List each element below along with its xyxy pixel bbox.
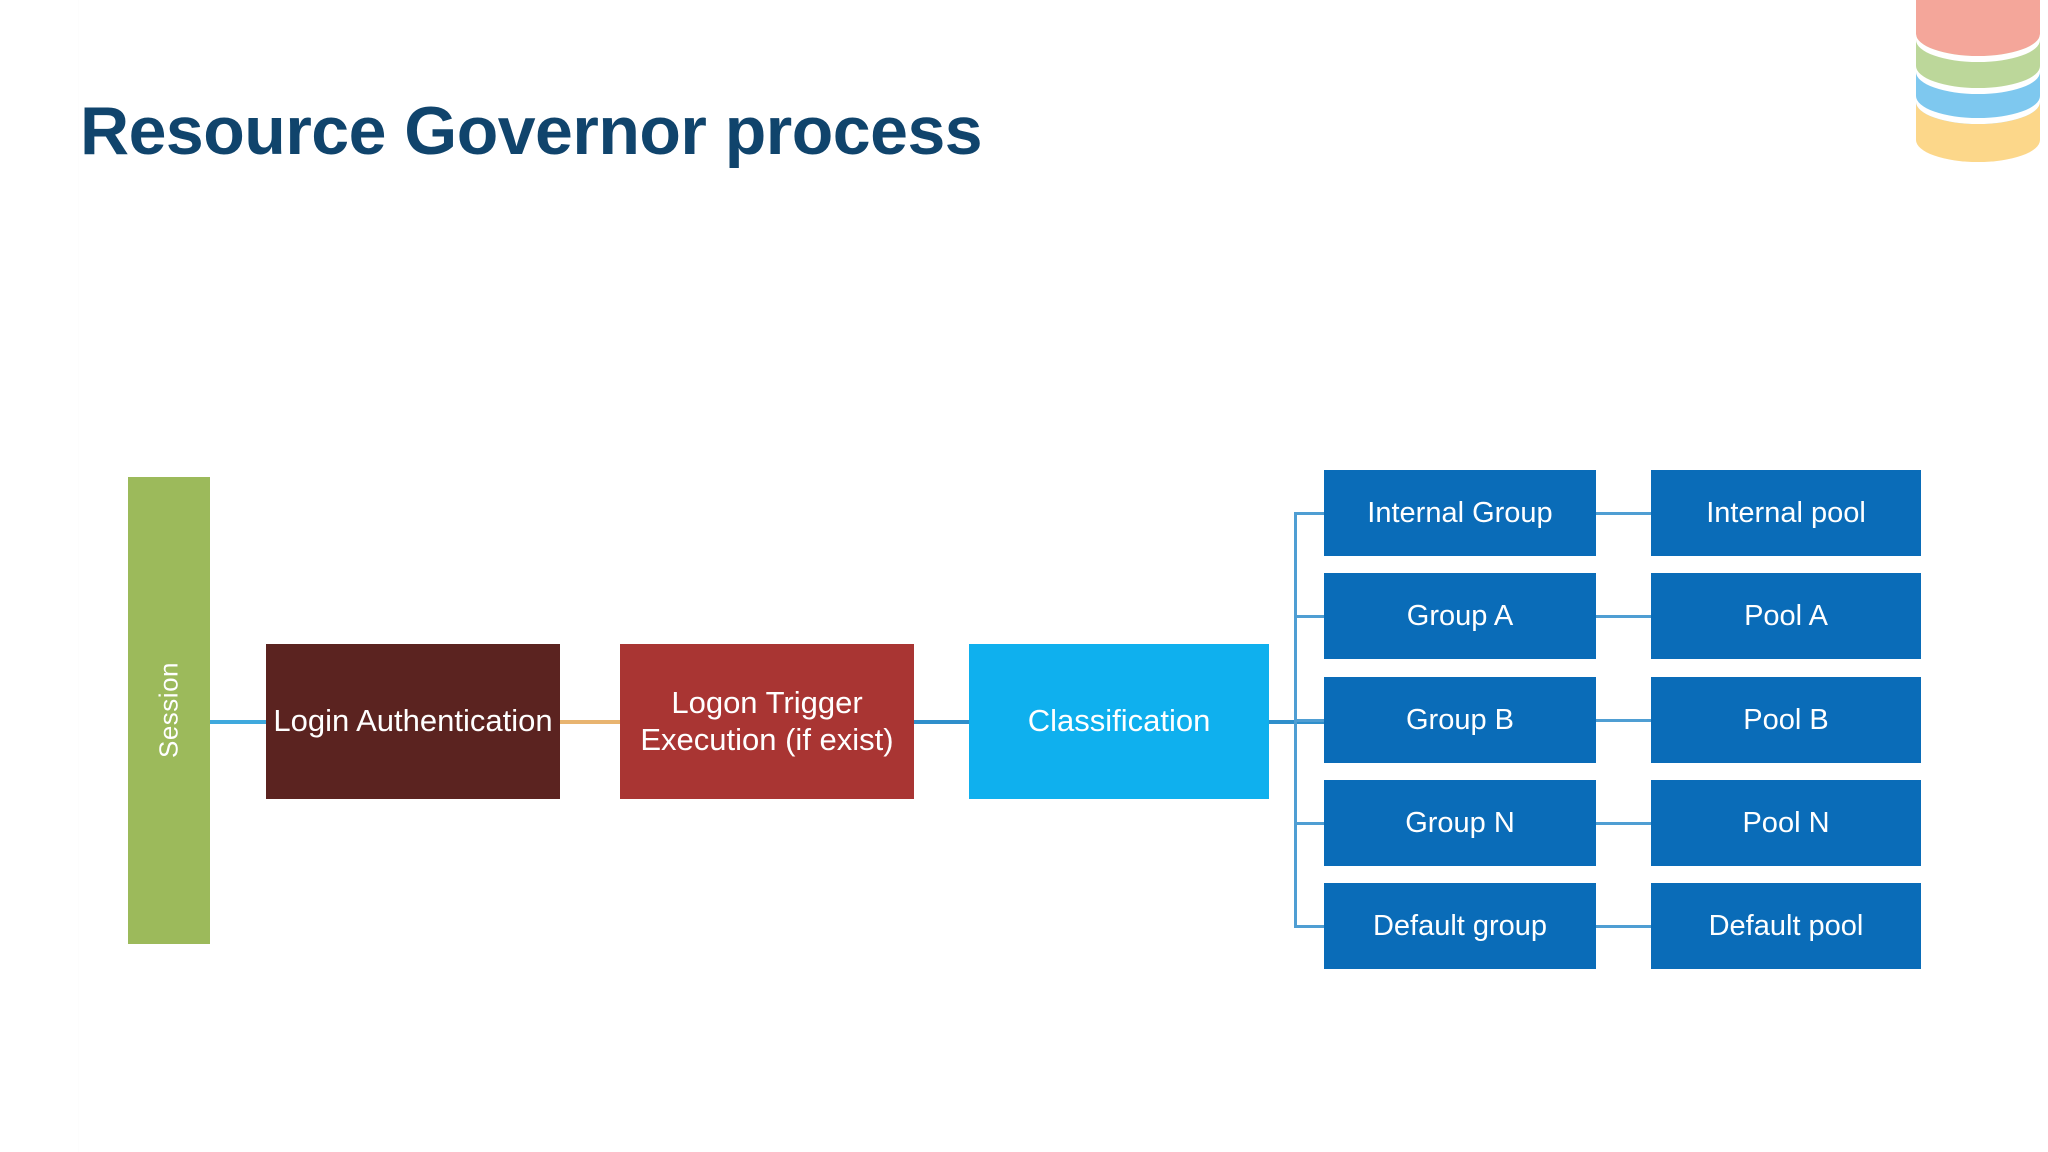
node-pool-label: Default pool: [1708, 909, 1864, 942]
branch-stub-4: [1294, 822, 1326, 825]
node-pool-label: Internal pool: [1706, 496, 1866, 529]
node-logon-trigger-label-line2: Execution (if exist): [640, 721, 894, 757]
node-group-label: Group B: [1406, 703, 1514, 736]
node-logon-trigger[interactable]: Logon Trigger Execution (if exist): [620, 644, 914, 799]
branch-stub-5: [1294, 925, 1326, 928]
node-classification-label: Classification: [1027, 703, 1211, 739]
node-pool-b[interactable]: Pool B: [1651, 677, 1921, 763]
node-pool-label: Pool B: [1743, 703, 1829, 736]
connector-group-pool-4: [1596, 822, 1652, 825]
node-login-authentication-label: Login Authentication: [273, 703, 553, 739]
node-group-internal-group[interactable]: Internal Group: [1324, 470, 1596, 556]
connector-classification-to-trunk: [1268, 720, 1328, 724]
node-session[interactable]: Session: [128, 477, 210, 944]
branch-stub-2: [1294, 615, 1326, 618]
node-group-label: Group N: [1405, 806, 1515, 839]
connector-session-to-login: [205, 720, 267, 724]
branch-stub-3: [1294, 719, 1326, 722]
connector-group-pool-3: [1596, 719, 1652, 722]
branch-stub-1: [1294, 512, 1326, 515]
connector-login-to-trigger: [560, 720, 622, 724]
node-pool-internal-pool[interactable]: Internal pool: [1651, 470, 1921, 556]
slide-left-edge: [0, 0, 79, 1152]
connector-group-pool-5: [1596, 925, 1652, 928]
node-group-label: Group A: [1406, 599, 1514, 632]
node-group-a[interactable]: Group A: [1324, 573, 1596, 659]
node-pool-a[interactable]: Pool A: [1651, 573, 1921, 659]
node-group-default[interactable]: Default group: [1324, 883, 1596, 969]
node-session-label: Session: [153, 662, 184, 759]
page-title: Resource Governor process: [80, 93, 983, 169]
connector-group-pool-1: [1596, 512, 1652, 515]
node-classification[interactable]: Classification: [969, 644, 1269, 799]
connector-trigger-to-classification: [913, 720, 971, 724]
node-pool-default[interactable]: Default pool: [1651, 883, 1921, 969]
node-group-label: Default group: [1372, 909, 1548, 942]
node-login-authentication[interactable]: Login Authentication: [266, 644, 560, 799]
node-logon-trigger-label-line1: Logon Trigger: [671, 684, 863, 720]
node-group-label: Internal Group: [1367, 496, 1553, 529]
connector-group-pool-2: [1596, 615, 1652, 618]
node-pool-n[interactable]: Pool N: [1651, 780, 1921, 866]
node-pool-label: Pool A: [1744, 599, 1828, 632]
node-group-n[interactable]: Group N: [1324, 780, 1596, 866]
node-pool-label: Pool N: [1742, 806, 1830, 839]
node-group-b[interactable]: Group B: [1324, 677, 1596, 763]
database-cylinder-icon: [1908, 0, 2048, 174]
